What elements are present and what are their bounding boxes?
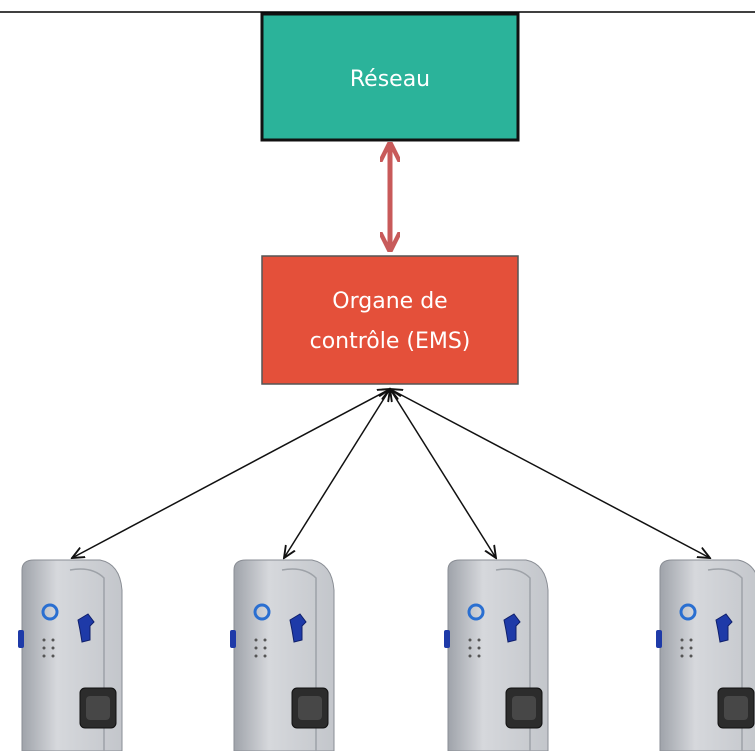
charger-button-icon	[253, 603, 271, 621]
status-dot	[680, 654, 684, 658]
status-dot	[51, 638, 55, 642]
charger-socket-inner	[512, 696, 536, 720]
charger-plug-icon	[289, 613, 307, 643]
network-node: Réseau	[260, 12, 520, 142]
status-dot	[42, 638, 46, 642]
connector-arrow-2	[284, 389, 390, 558]
status-dot	[263, 654, 267, 658]
status-dot	[689, 638, 693, 642]
charger-plug-icon	[715, 613, 733, 643]
status-dot	[468, 654, 472, 658]
status-dot	[263, 638, 267, 642]
charger-button-icon	[41, 603, 59, 621]
charger-button-icon	[679, 603, 697, 621]
status-dot	[254, 654, 258, 658]
charger-button-icon	[467, 603, 485, 621]
ems-label-line-1: Organe de	[332, 289, 447, 314]
charger-panel-edge	[707, 568, 743, 751]
status-dot	[477, 646, 481, 650]
charger-socket-inner	[298, 696, 322, 720]
charger-socket-inner	[86, 696, 110, 720]
status-dot	[42, 654, 46, 658]
status-dot	[468, 638, 472, 642]
charger-panel-edge	[495, 568, 531, 751]
charger-side-plug	[656, 630, 662, 648]
ems-node: Organe de contrôle (EMS)	[261, 255, 519, 385]
network-label: Réseau	[350, 67, 430, 92]
charging-station-4	[656, 559, 755, 751]
ems-box	[261, 255, 519, 385]
charger-plug-icon	[503, 613, 521, 643]
charger-side-plug	[18, 630, 24, 648]
status-dot	[680, 646, 684, 650]
connector-arrow-4	[390, 389, 710, 558]
ems-label-line-2: contrôle (EMS)	[310, 329, 471, 354]
status-dot	[689, 654, 693, 658]
charger-side-plug	[444, 630, 450, 648]
charger-socket-inner	[724, 696, 748, 720]
connector-arrow-3	[390, 389, 496, 558]
charger-side-plug	[230, 630, 236, 648]
connector-arrow-1	[72, 389, 390, 558]
status-dot	[477, 638, 481, 642]
status-dot	[254, 638, 258, 642]
status-dot	[477, 654, 481, 658]
charger-panel-edge	[281, 568, 317, 751]
charging-station-2	[230, 559, 335, 751]
network-box	[260, 12, 520, 142]
status-dot	[468, 646, 472, 650]
status-dot	[42, 646, 46, 650]
connector-arrows	[72, 389, 710, 558]
status-dot	[263, 646, 267, 650]
charger-panel-edge	[69, 568, 105, 751]
status-dot	[254, 646, 258, 650]
charging-station-3	[444, 559, 549, 751]
status-dot	[51, 646, 55, 650]
status-dot	[680, 638, 684, 642]
charger-plug-icon	[77, 613, 95, 643]
status-dot	[51, 654, 55, 658]
status-dot	[689, 646, 693, 650]
chargers-row	[18, 559, 755, 751]
charging-station-1	[18, 559, 123, 751]
